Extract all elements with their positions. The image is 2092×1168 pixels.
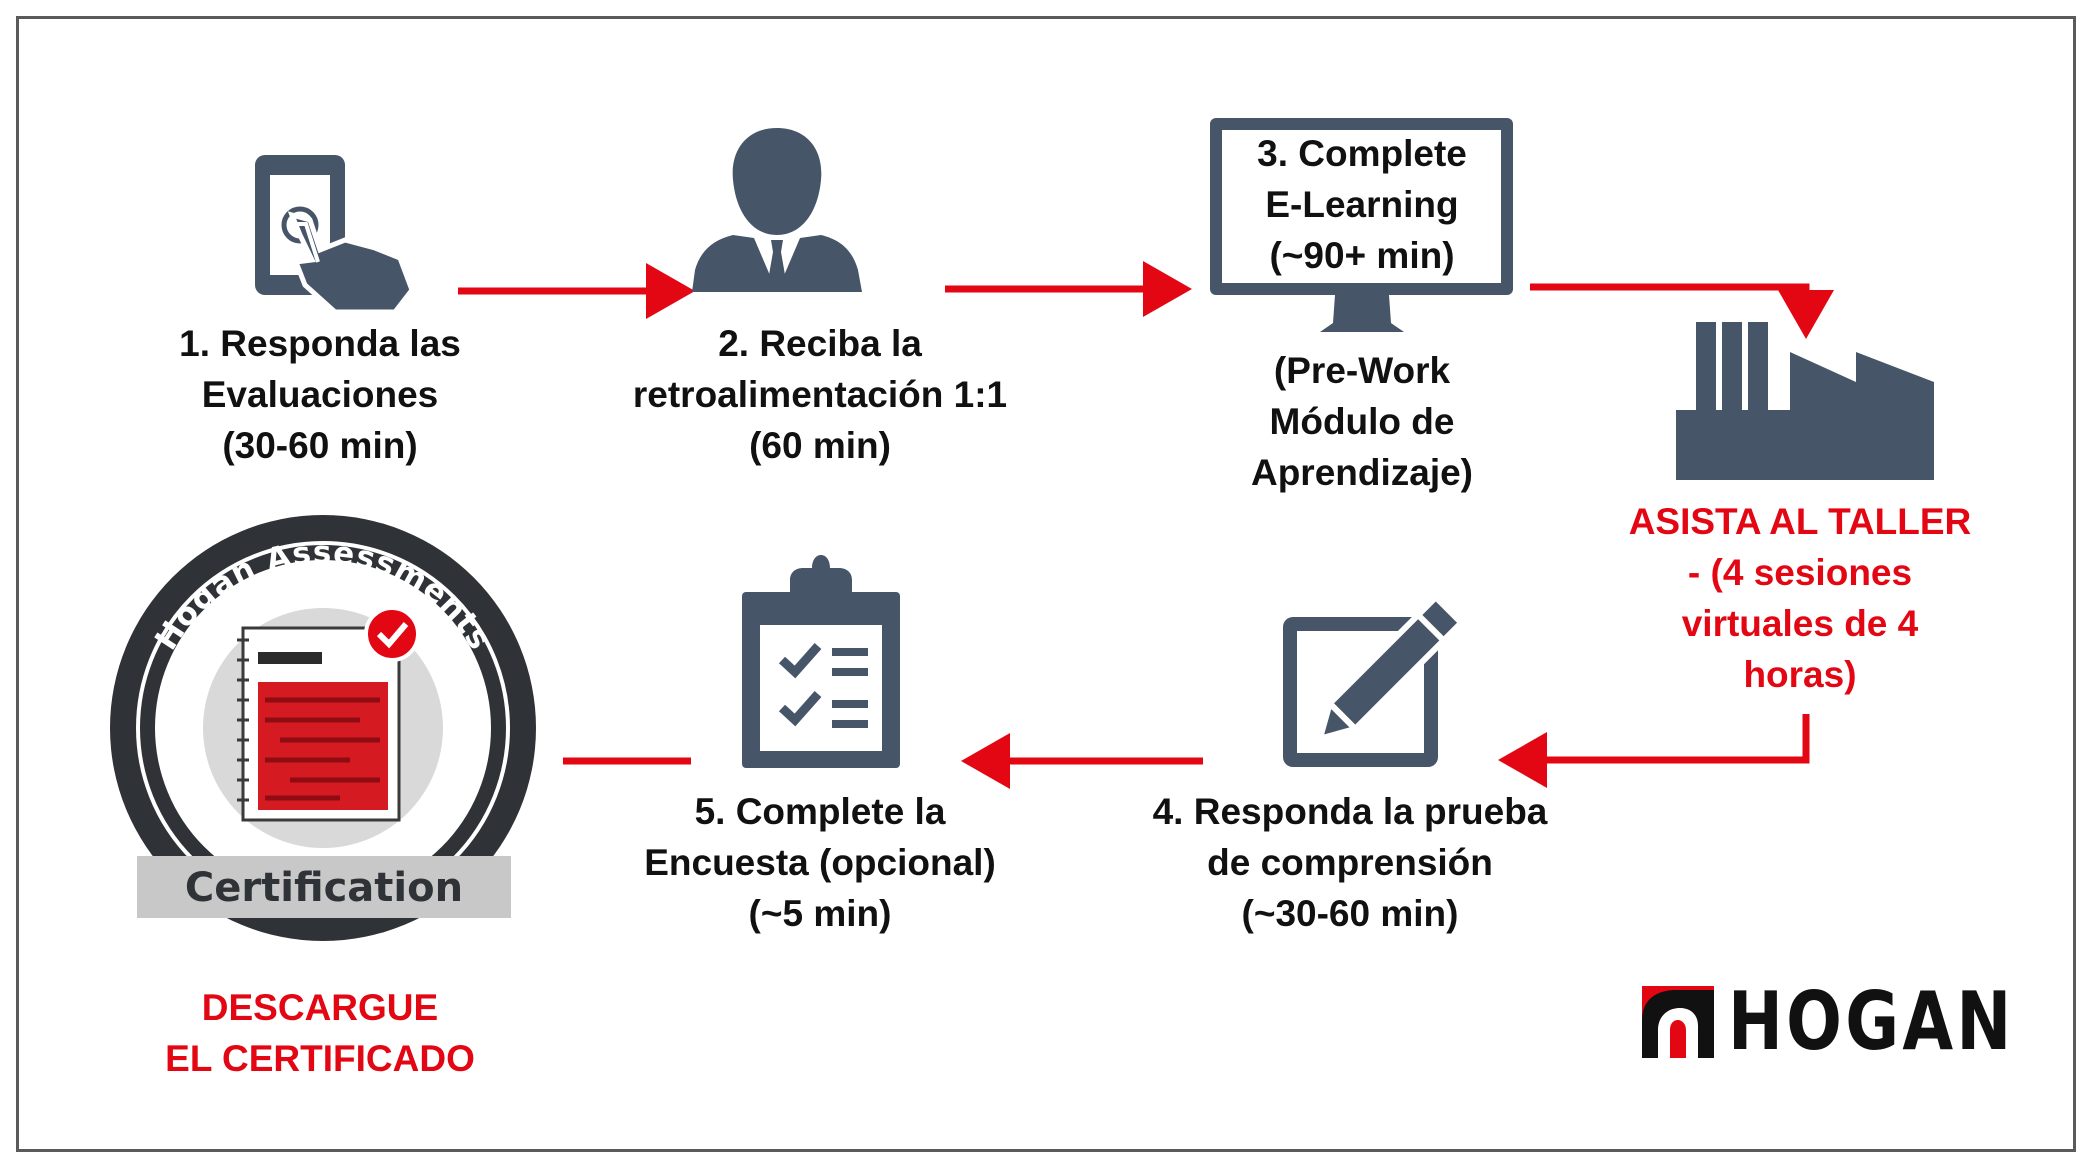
person-icon (692, 128, 862, 292)
workshop-label: ASISTA AL TALLER - (4 sesiones virtuales… (1590, 496, 2010, 700)
monitor-icon (1210, 118, 1513, 332)
tablet-touch-icon (255, 155, 415, 315)
step3-line-3: Aprendizaje) (1250, 452, 1474, 493)
hogan-logo-text: HOGAN (1728, 975, 2015, 1068)
workshop-line-4: horas) (1743, 654, 1857, 695)
certificate-line-2: EL CERTIFICADO (165, 1038, 475, 1079)
step3-screen-line-2: E-Learning (1265, 184, 1459, 225)
step4-line-1: 4. Responda la prueba (1152, 791, 1548, 832)
workshop-line-2: - (4 sesiones (1687, 552, 1913, 593)
step5-label: 5. Complete la Encuesta (opcional) (~5 m… (590, 786, 1050, 939)
badge-banner-text: Certification (185, 865, 463, 911)
step1-line-2: Evaluaciones (201, 374, 439, 415)
step2-line-1: 2. Reciba la (718, 323, 922, 364)
step4-line-3: (~30-60 min) (1241, 893, 1459, 934)
step3-line-2: Módulo de (1269, 401, 1455, 442)
step4-line-2: de comprensión (1207, 842, 1493, 883)
step5-line-2: Encuesta (opcional) (644, 842, 996, 883)
hogan-logo: HOGAN (1642, 975, 2078, 1068)
step2-line-2: retroalimentación 1:1 (632, 374, 1008, 415)
certificate-line-1: DESCARGUE (201, 987, 439, 1028)
step4-label: 4. Responda la prueba de comprensión (~3… (1100, 786, 1600, 939)
arrow-3-to-workshop (1530, 283, 1834, 339)
step3-screen-line-3: (~90+ min) (1269, 235, 1455, 276)
checklist-clipboard-icon (742, 555, 900, 768)
certification-badge-icon: Hogan Assessments Certification (110, 515, 536, 941)
pencil-paper-icon (1283, 593, 1466, 767)
workshop-line-3: virtuales de 4 (1681, 603, 1919, 644)
step1-line-3: (30-60 min) (222, 425, 418, 466)
step3-screen-line-1: 3. Complete (1257, 133, 1467, 174)
step2-line-3: (60 min) (749, 425, 891, 466)
hogan-logo-mark-icon (1642, 986, 1714, 1058)
step1-line-1: 1. Responda las (179, 323, 461, 364)
step5-line-1: 5. Complete la (694, 791, 946, 832)
workshop-line-1: ASISTA AL TALLER (1628, 501, 1972, 542)
arrow-workshop-to-4 (1498, 714, 1810, 788)
step5-line-3: (~5 min) (748, 893, 892, 934)
step3-screen-label: 3. Complete E-Learning (~90+ min) (1212, 128, 1512, 281)
factory-icon (1676, 322, 1934, 480)
step1-label: 1. Responda las Evaluaciones (30-60 min) (130, 318, 510, 471)
step3-line-1: (Pre-Work (1273, 350, 1451, 391)
step2-label: 2. Reciba la retroalimentación 1:1 (60 m… (585, 318, 1055, 471)
certificate-label: DESCARGUE EL CERTIFICADO (120, 982, 520, 1084)
step3-label: (Pre-Work Módulo de Aprendizaje) (1212, 345, 1512, 498)
